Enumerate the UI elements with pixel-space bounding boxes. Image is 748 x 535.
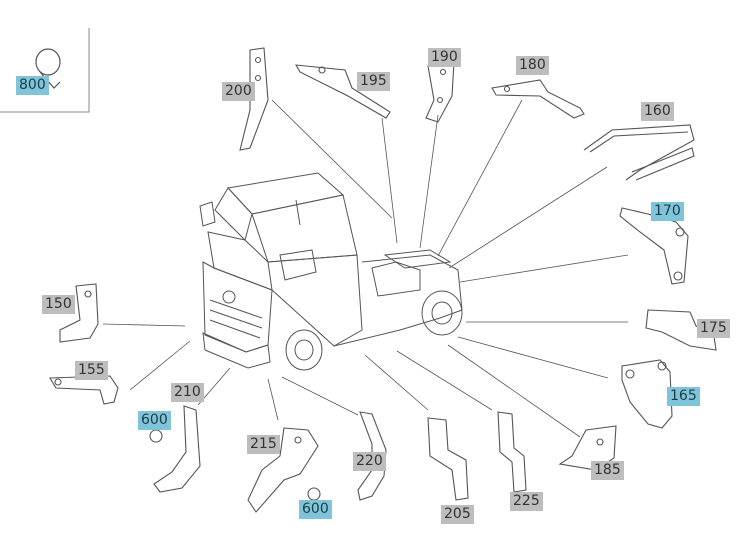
part-225-bracket	[497, 411, 527, 493]
part-150-bracket	[59, 283, 99, 343]
callout-215[interactable]: 215	[247, 435, 280, 454]
callout-210[interactable]: 210	[171, 383, 204, 402]
part-165-bracket	[621, 359, 673, 429]
part-205-bracket	[427, 417, 469, 501]
callout-205[interactable]: 205	[441, 505, 474, 524]
callout-800[interactable]: 800	[16, 76, 49, 95]
callout-195[interactable]: 195	[357, 72, 390, 91]
callout-180[interactable]: 180	[516, 56, 549, 75]
part-175-bracket	[645, 309, 717, 351]
callout-175[interactable]: 175	[697, 319, 730, 338]
callout-600-bottom[interactable]: 600	[299, 500, 332, 519]
part-195-bracket	[294, 64, 391, 119]
leader-lines	[102, 99, 629, 438]
callout-600-left[interactable]: 600	[138, 411, 171, 430]
inset-frame	[0, 28, 90, 113]
callout-225[interactable]: 225	[510, 492, 543, 511]
part-155-bracket	[49, 375, 119, 405]
callout-185[interactable]: 185	[591, 461, 624, 480]
part-210-bracket	[153, 405, 201, 493]
callout-165[interactable]: 165	[667, 387, 700, 406]
callout-155[interactable]: 155	[75, 361, 108, 380]
truck-illustration	[199, 172, 463, 371]
part-215-bracket	[247, 427, 319, 513]
callout-150[interactable]: 150	[42, 295, 75, 314]
callout-220[interactable]: 220	[353, 452, 386, 471]
part-600a-nut	[149, 429, 163, 443]
part-600b-nut	[307, 487, 321, 501]
callout-160[interactable]: 160	[641, 102, 674, 121]
callout-170[interactable]: 170	[651, 202, 684, 221]
callout-190[interactable]: 190	[428, 48, 461, 67]
callout-200[interactable]: 200	[222, 82, 255, 101]
part-180-bracket	[491, 79, 585, 119]
part-200-bracket	[239, 47, 269, 151]
part-190-bracket	[425, 61, 455, 123]
part-160-rail	[583, 124, 695, 181]
